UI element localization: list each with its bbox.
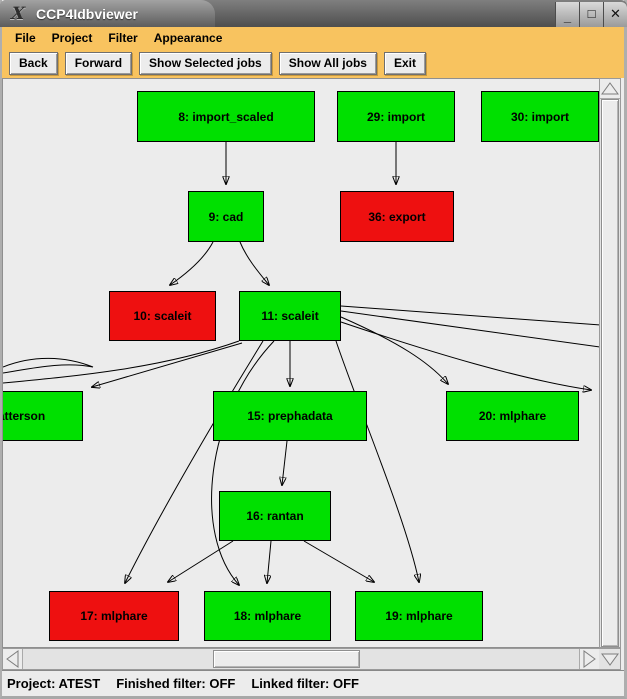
graph-edge bbox=[211, 340, 275, 585]
back-button[interactable]: Back bbox=[9, 51, 58, 75]
maximize-icon: □ bbox=[587, 6, 596, 21]
graph-edge bbox=[282, 440, 288, 485]
toolbar: Back Forward Show Selected jobs Show All… bbox=[2, 48, 624, 78]
graph-edge bbox=[239, 241, 269, 285]
arrow-right-icon bbox=[583, 650, 596, 668]
menu-appearance[interactable]: Appearance bbox=[153, 30, 223, 45]
job-node[interactable]: 17: mlphare bbox=[49, 591, 179, 641]
arrow-left-icon bbox=[6, 650, 19, 668]
graph-edge bbox=[267, 540, 272, 583]
status-project: Project: ATEST bbox=[7, 676, 101, 691]
graph-edge bbox=[92, 342, 243, 387]
menu-filter[interactable]: Filter bbox=[108, 30, 138, 45]
vertical-scrollbar[interactable] bbox=[599, 78, 621, 648]
job-node[interactable]: 29: import bbox=[337, 91, 455, 142]
window-controls: _ □ ✕ bbox=[555, 1, 627, 27]
graph-edge bbox=[340, 310, 599, 348]
graph-edge bbox=[125, 340, 264, 583]
graph-edge bbox=[3, 357, 94, 374]
statusbar: Project: ATEST Finished filter: OFF Link… bbox=[2, 670, 624, 696]
horizontal-scrollbar[interactable] bbox=[2, 648, 599, 670]
horizontal-scroll-trough[interactable] bbox=[23, 649, 579, 669]
vertical-scroll-trough[interactable] bbox=[600, 99, 620, 647]
exit-button[interactable]: Exit bbox=[383, 51, 426, 75]
scroll-right-button[interactable] bbox=[579, 649, 599, 669]
job-node[interactable]: atterson bbox=[3, 391, 83, 441]
graph-edge bbox=[303, 540, 374, 582]
titlebar-plate bbox=[0, 0, 215, 27]
scroll-down-button[interactable] bbox=[599, 648, 621, 670]
job-node[interactable]: 10: scaleit bbox=[109, 291, 216, 341]
job-node[interactable]: 18: mlphare bbox=[204, 591, 331, 641]
scroll-left-button[interactable] bbox=[3, 649, 23, 669]
job-node[interactable]: 20: mlphare bbox=[446, 391, 579, 441]
scroll-up-button[interactable] bbox=[600, 79, 620, 99]
job-node[interactable]: 16: rantan bbox=[219, 491, 331, 541]
menu-file[interactable]: File bbox=[15, 30, 36, 45]
graph-edge bbox=[335, 340, 419, 582]
hscroll-row bbox=[2, 648, 624, 670]
minimize-icon: _ bbox=[563, 8, 572, 24]
menubar: File Project Filter Appearance bbox=[2, 27, 624, 48]
job-node[interactable]: 11: scaleit bbox=[239, 291, 341, 341]
graph-edge bbox=[3, 340, 240, 384]
graph-edge bbox=[340, 305, 599, 326]
job-node[interactable]: 8: import_scaled bbox=[137, 91, 315, 142]
main-area: 8: import_scaled 29: import 30: import 9: c… bbox=[2, 78, 624, 648]
close-icon: ✕ bbox=[610, 6, 621, 21]
show-all-jobs-button[interactable]: Show All jobs bbox=[278, 51, 377, 75]
job-node[interactable]: 30: import bbox=[481, 91, 599, 142]
maximize-button[interactable]: □ bbox=[579, 1, 603, 27]
forward-button[interactable]: Forward bbox=[64, 51, 133, 75]
menu-project[interactable]: Project bbox=[51, 30, 93, 45]
show-selected-jobs-button[interactable]: Show Selected jobs bbox=[139, 51, 272, 75]
job-graph-canvas[interactable]: 8: import_scaled 29: import 30: import 9: c… bbox=[2, 78, 599, 648]
window-title: CCP4Idbviewer bbox=[36, 5, 138, 22]
close-button[interactable]: ✕ bbox=[603, 1, 627, 27]
job-node[interactable]: 9: cad bbox=[188, 191, 264, 242]
x11-app-icon: X bbox=[10, 3, 26, 24]
job-node[interactable]: 15: prephadata bbox=[213, 391, 367, 441]
graph-edge bbox=[340, 321, 591, 390]
graph-edge bbox=[170, 241, 214, 285]
graph-edge bbox=[168, 540, 234, 582]
vertical-scroll-thumb[interactable] bbox=[601, 99, 619, 647]
arrow-up-icon bbox=[601, 82, 619, 95]
job-node[interactable]: 19: mlphare bbox=[355, 591, 483, 641]
status-linked-filter: Linked filter: OFF bbox=[251, 676, 359, 691]
titlebar[interactable]: X CCP4Idbviewer _ □ ✕ bbox=[0, 0, 627, 27]
graph-edges bbox=[3, 142, 599, 648]
status-finished-filter: Finished filter: OFF bbox=[116, 676, 236, 691]
horizontal-scroll-thumb[interactable] bbox=[213, 650, 360, 668]
arrow-down-icon bbox=[600, 653, 619, 666]
minimize-button[interactable]: _ bbox=[555, 1, 579, 27]
graph-edge bbox=[340, 316, 448, 384]
job-node[interactable]: 36: export bbox=[340, 191, 454, 242]
